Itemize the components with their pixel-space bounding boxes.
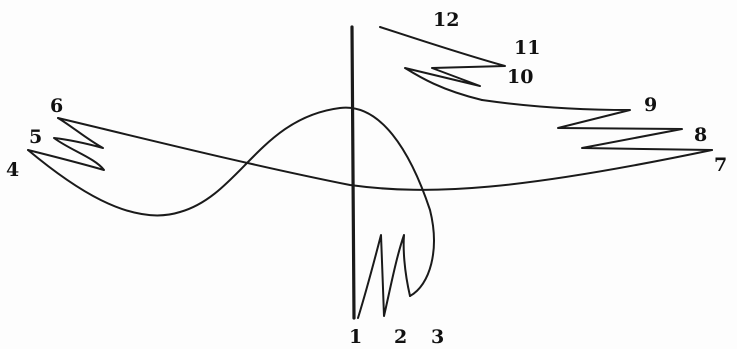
label-point-9: 9: [644, 94, 657, 116]
upper-right-zigzag: [379, 26, 506, 101]
label-point-10: 10: [507, 66, 533, 88]
label-point-11: 11: [514, 37, 540, 59]
bottom-zigzag: [357, 234, 411, 319]
large-loop: [27, 106, 435, 297]
right-zigzag: [481, 99, 713, 151]
label-point-3: 3: [431, 326, 444, 348]
label-point-12: 12: [433, 9, 459, 31]
label-point-1: 1: [349, 326, 362, 348]
label-point-8: 8: [694, 124, 707, 146]
label-point-7: 7: [714, 154, 727, 176]
label-point-5: 5: [29, 126, 42, 148]
label-point-6: 6: [50, 95, 63, 117]
left-zigzag: [27, 117, 105, 171]
label-point-2: 2: [394, 326, 407, 348]
vertical-axis-line: [350, 25, 356, 320]
horizontal-curve: [57, 117, 713, 191]
label-point-4: 4: [6, 159, 19, 181]
